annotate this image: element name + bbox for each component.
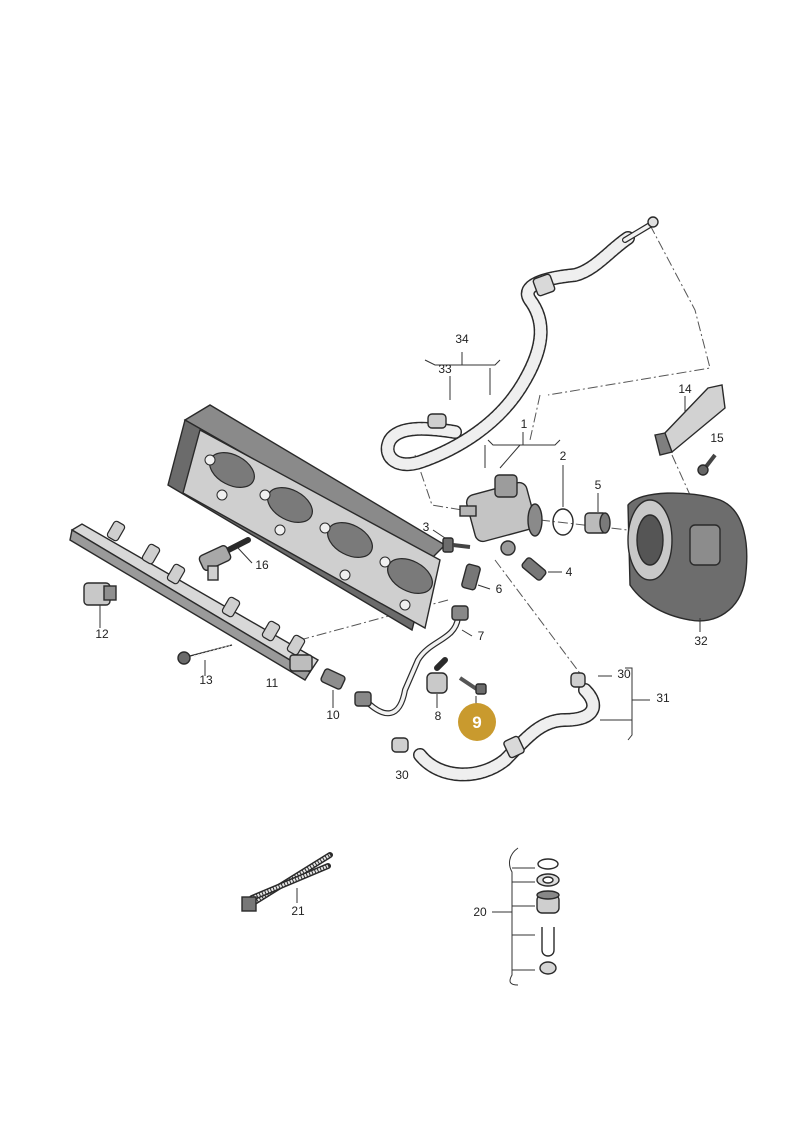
- injector: [198, 537, 253, 581]
- callout-31: 31: [656, 691, 670, 705]
- callout-12: 12: [95, 627, 109, 641]
- callout-4: 4: [566, 565, 573, 579]
- callout-2: 2: [560, 449, 567, 463]
- screw-9: [458, 676, 487, 708]
- pressure-sender: [83, 582, 117, 628]
- callout-5: 5: [595, 478, 602, 492]
- callout-9: 9: [472, 713, 481, 732]
- high-pressure-line: [354, 605, 473, 717]
- connection-4: [521, 557, 562, 581]
- vacuum-pump: [627, 492, 748, 632]
- cable-ties: [241, 852, 333, 912]
- repair-kit: [492, 847, 560, 986]
- clamp-8: [426, 657, 448, 708]
- callout-11: 11: [266, 676, 279, 690]
- high-pressure-pump: [459, 474, 543, 556]
- callout-16: 16: [255, 558, 269, 572]
- callout-30-left: 30: [395, 768, 409, 782]
- callout-14: 14: [678, 382, 692, 396]
- union-nut: [320, 668, 346, 708]
- vacuum-hose-upper: [380, 216, 659, 472]
- bolt-15: [697, 453, 717, 476]
- callout-34: 34: [455, 332, 469, 346]
- callout-10: 10: [326, 708, 340, 722]
- assembly-lines: [299, 224, 711, 681]
- callout-15: 15: [710, 431, 724, 445]
- callout-7: 7: [478, 629, 485, 643]
- callout-6: 6: [496, 582, 503, 596]
- callout-13: 13: [199, 673, 213, 687]
- callout-33: 33: [438, 362, 452, 376]
- vacuum-hose-lower: [391, 672, 601, 782]
- group-brackets: [424, 352, 650, 741]
- callout-labels: 34 33 1 2 5 14 15 3 4 6 7 16 12 13 11 10…: [95, 332, 724, 919]
- fuel-rail: [69, 520, 319, 681]
- o-ring: [552, 465, 574, 536]
- bracket: [654, 384, 726, 456]
- bolt-3: [432, 529, 471, 553]
- callout-1: 1: [521, 417, 528, 431]
- highlight-badge[interactable]: 9: [458, 703, 496, 741]
- roller-tappet: [584, 493, 611, 534]
- bolt-13: [177, 644, 233, 676]
- callout-3: 3: [423, 520, 430, 534]
- callout-32: 32: [694, 634, 708, 648]
- connection-6: [461, 563, 491, 591]
- callout-8: 8: [435, 709, 442, 723]
- callout-21: 21: [291, 904, 305, 918]
- cylinder-head: [167, 404, 447, 632]
- callout-20: 20: [473, 905, 487, 919]
- callout-30-right: 30: [617, 667, 631, 681]
